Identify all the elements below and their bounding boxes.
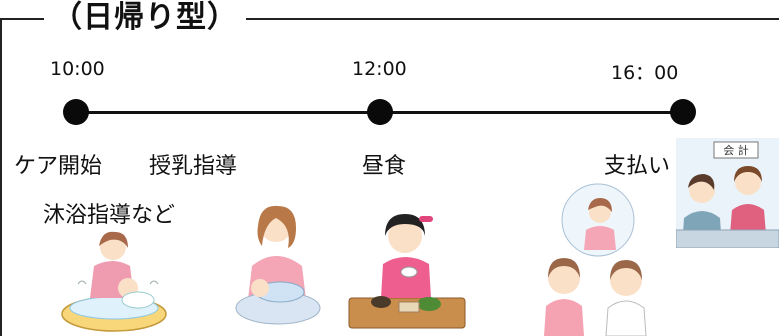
counter-sign: 会 計 [723, 143, 749, 157]
frame-top-left [0, 18, 50, 20]
payment-counter-illustration: 会 計 [676, 138, 779, 248]
label-bathing: 沐浴指導など [43, 203, 176, 228]
label-breastfeeding: 授乳指導 [149, 154, 238, 179]
breastfeeding-illustration [235, 205, 321, 325]
timeline-dot-start [63, 99, 89, 125]
timeline-dot-end [670, 99, 696, 125]
time-start: 10:00 [50, 58, 105, 80]
baby-bathing-illustration [61, 231, 167, 332]
label-care-start: ケア開始 [14, 154, 103, 179]
lunch-illustration [348, 214, 466, 329]
time-end: 16：00 [611, 62, 679, 84]
page-title: （日帰り型） [44, 0, 246, 39]
label-lunch: 昼食 [362, 154, 407, 179]
time-noon: 12:00 [352, 58, 407, 80]
consultation-illustration [544, 183, 647, 336]
timeline-dot-noon [367, 99, 393, 125]
frame-top-right [234, 18, 779, 20]
label-payment: 支払い [604, 154, 671, 179]
frame-left [0, 18, 2, 336]
